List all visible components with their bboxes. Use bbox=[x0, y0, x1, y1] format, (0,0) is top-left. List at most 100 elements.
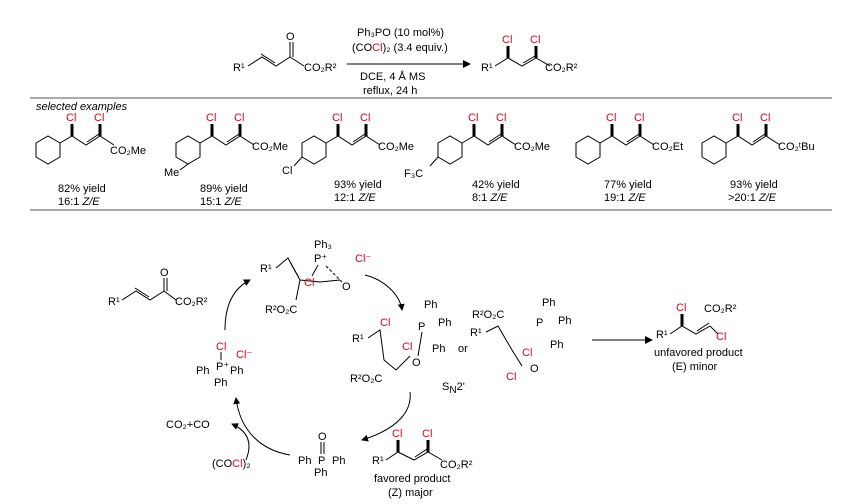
svg-text:Ph: Ph bbox=[542, 297, 555, 309]
arrow-co2 bbox=[231, 423, 250, 461]
conditions-line1: DCE, 4 Å MS bbox=[360, 70, 425, 83]
svg-text:O: O bbox=[160, 267, 169, 279]
unfavored-product: R¹ Cl CO₂R² Cl unfavored product (E) min… bbox=[654, 302, 743, 373]
reaction-arrow-top: Ph₃PO (10 mol%) (COCl)₂ (3.4 equiv.) DCE… bbox=[347, 27, 471, 97]
oxalyl-chloride: (COCl)₂ bbox=[212, 458, 251, 470]
reagent-line1: Ph₃PO (10 mol%) bbox=[357, 27, 444, 39]
svg-text:O: O bbox=[530, 363, 539, 375]
svg-text:Cl: Cl bbox=[522, 347, 532, 359]
svg-text:Ph: Ph bbox=[550, 339, 563, 351]
svg-text:R¹: R¹ bbox=[352, 333, 364, 345]
svg-text:CO₂Et: CO₂Et bbox=[652, 141, 683, 153]
svg-text:R¹: R¹ bbox=[656, 329, 668, 341]
svg-text:Ph: Ph bbox=[214, 377, 227, 389]
mech-complex-top: R¹ R²O₂C Ph₃ P⁺ Cl⁻ Cl O bbox=[260, 239, 371, 316]
svg-text:Cl: Cl bbox=[676, 302, 686, 314]
arrow-cycle-3 bbox=[361, 391, 411, 442]
svg-text:CO₂R²: CO₂R² bbox=[704, 303, 737, 315]
svg-text:Ph: Ph bbox=[438, 317, 451, 329]
arrow-cycle-4 bbox=[233, 397, 291, 456]
svg-text:P⁺: P⁺ bbox=[216, 361, 229, 373]
pr-cl-1: Cl bbox=[502, 34, 512, 46]
example-2: Me Cl Cl CO₂Me 89% yield 15:1 Z/E bbox=[164, 112, 288, 208]
mech-intermediate-a: R¹ Cl Cl O P Ph Ph Ph R²O₂C or bbox=[350, 299, 468, 385]
example-6-ratio: >20:1 Z/E bbox=[728, 192, 777, 204]
arrow-cycle-2 bbox=[364, 274, 405, 311]
svg-text:O: O bbox=[412, 357, 421, 369]
sm-ester: CO₂R² bbox=[304, 62, 337, 74]
unfavored-caption-2: (E) minor bbox=[672, 361, 718, 373]
svg-text:Cl: Cl bbox=[304, 277, 314, 289]
example-4-ratio: 8:1 Z/E bbox=[472, 192, 508, 204]
svg-text:Ph: Ph bbox=[230, 365, 243, 377]
svg-text:or: or bbox=[458, 343, 468, 355]
svg-text:CO₂Me: CO₂Me bbox=[252, 141, 288, 153]
svg-text:Cl: Cl bbox=[496, 112, 506, 124]
starting-material: R¹ O CO₂R² bbox=[233, 31, 337, 74]
svg-text:Cl: Cl bbox=[206, 112, 216, 124]
pr-r1: R¹ bbox=[481, 62, 493, 74]
svg-text:Ph: Ph bbox=[558, 315, 571, 327]
example-5-yield: 77% yield bbox=[604, 179, 652, 191]
svg-text:Cl: Cl bbox=[606, 112, 616, 124]
svg-text:Ph: Ph bbox=[314, 467, 327, 479]
svg-text:Ph: Ph bbox=[332, 455, 345, 467]
ph3po: O P Ph Ph Ph bbox=[298, 431, 345, 479]
svg-text:Cl: Cl bbox=[94, 112, 104, 124]
svg-text:unfavored product: unfavored product bbox=[654, 347, 743, 359]
svg-text:F₃C: F₃C bbox=[404, 168, 423, 180]
mech-substrate: R¹ O CO₂R² bbox=[108, 267, 208, 308]
svg-text:Ph: Ph bbox=[196, 365, 209, 377]
svg-text:R²O₂C: R²O₂C bbox=[350, 373, 382, 385]
svg-text:Cl⁻: Cl⁻ bbox=[236, 349, 252, 361]
svg-text:Ph₃: Ph₃ bbox=[314, 239, 332, 251]
svg-text:R¹: R¹ bbox=[260, 263, 272, 275]
svg-text:O: O bbox=[318, 431, 327, 443]
svg-text:Ph: Ph bbox=[298, 455, 311, 467]
svg-text:CO₂ᵗBu: CO₂ᵗBu bbox=[778, 141, 815, 153]
pr-cl-2: Cl bbox=[530, 34, 540, 46]
chlorophosphonium: Cl P⁺ Cl⁻ Ph Ph Ph bbox=[196, 341, 252, 389]
svg-text:Cl: Cl bbox=[506, 371, 516, 383]
svg-text:CO₂Me: CO₂Me bbox=[110, 145, 146, 157]
sm-r1: R¹ bbox=[233, 62, 245, 74]
svg-text:P: P bbox=[418, 321, 425, 333]
example-6: Cl Cl CO₂ᵗBu 93% yield >20:1 Z/E bbox=[701, 112, 815, 204]
pr-ester: CO₂R² bbox=[545, 62, 578, 74]
svg-text:R²O₂C: R²O₂C bbox=[472, 309, 504, 321]
example-3: Cl Cl Cl CO₂Me 93% yield 12:1 Z/E bbox=[282, 112, 414, 204]
example-2-yield: 89% yield bbox=[200, 183, 248, 195]
example-6-yield: 93% yield bbox=[730, 179, 778, 191]
svg-text:(Z) major: (Z) major bbox=[388, 487, 433, 499]
svg-text:Cl: Cl bbox=[380, 317, 390, 329]
favored-product: R¹ Cl Cl CO₂R² favored product (Z) major bbox=[372, 428, 473, 499]
conditions-line2: reflux, 24 h bbox=[363, 85, 417, 97]
svg-text:O: O bbox=[342, 281, 351, 293]
svg-text:Cl: Cl bbox=[282, 165, 292, 177]
svg-text:Ph: Ph bbox=[424, 299, 437, 311]
svg-text:Cl: Cl bbox=[360, 112, 370, 124]
svg-text:Me: Me bbox=[164, 167, 179, 179]
svg-text:Cl: Cl bbox=[234, 112, 244, 124]
sn2-label: SN2' bbox=[442, 381, 465, 396]
reagent-line2: (COCl)₂ (3.4 equiv.) bbox=[352, 42, 448, 54]
svg-text:CO₂Me: CO₂Me bbox=[514, 141, 550, 153]
arrow-cycle-1 bbox=[224, 279, 251, 331]
svg-text:Cl: Cl bbox=[422, 428, 432, 440]
svg-text:P⁺: P⁺ bbox=[314, 253, 327, 265]
svg-text:Cl: Cl bbox=[332, 112, 342, 124]
svg-text:Ph: Ph bbox=[432, 343, 445, 355]
svg-text:Cl: Cl bbox=[732, 112, 742, 124]
svg-text:Cl: Cl bbox=[402, 341, 412, 353]
svg-text:P: P bbox=[536, 317, 543, 329]
svg-text:Cl: Cl bbox=[634, 112, 644, 124]
svg-text:CO₂R²: CO₂R² bbox=[440, 459, 473, 471]
svg-text:Cl: Cl bbox=[392, 428, 402, 440]
example-1-ratio: 16:1 Z/E bbox=[58, 196, 100, 208]
svg-text:R¹: R¹ bbox=[470, 327, 482, 339]
mech-intermediate-b: R²O₂C R¹ Cl O Cl P Ph Ph Ph bbox=[470, 297, 571, 383]
example-5-ratio: 19:1 Z/E bbox=[604, 192, 646, 204]
svg-text:R²O₂C: R²O₂C bbox=[265, 304, 297, 316]
